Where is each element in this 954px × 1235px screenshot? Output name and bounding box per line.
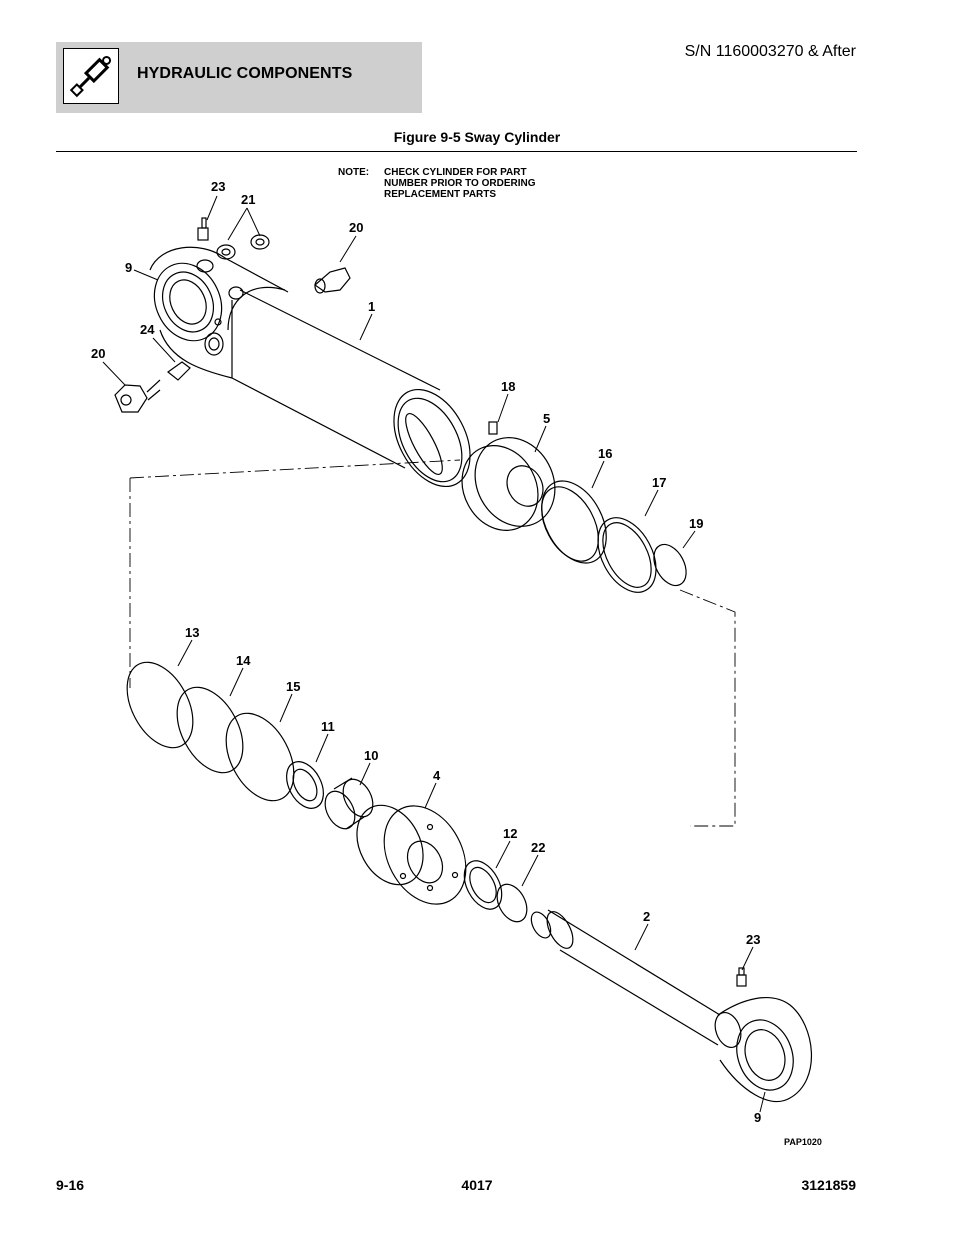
cylinder-head-4: [356, 804, 467, 905]
hydraulic-cylinder-icon: [63, 48, 119, 104]
callout-9: 9: [754, 1110, 761, 1125]
alignment-guide-lines: [129, 459, 736, 827]
callout-24: 24: [140, 322, 155, 337]
fitting-20-top: [314, 267, 351, 294]
callout-4: 4: [433, 768, 441, 783]
manual-number: 3121859: [801, 1177, 856, 1193]
section-title: HYDRAULIC COMPONENTS: [137, 65, 353, 82]
note-line: NUMBER PRIOR TO ORDERING: [384, 178, 536, 189]
page-number: 9-16: [56, 1177, 85, 1193]
o-ring-22: [496, 883, 528, 923]
grease-fitting-23-bottom: [736, 967, 747, 987]
serial-number: S/N 1160003270 & After: [684, 43, 856, 60]
plug-21: [216, 234, 270, 260]
callout-19: 19: [689, 516, 703, 531]
grease-fitting-23-top: [197, 217, 209, 241]
callout-22: 22: [531, 840, 545, 855]
callout-11: 11: [321, 719, 335, 734]
note-line: REPLACEMENT PARTS: [384, 189, 497, 200]
callout-5: 5: [543, 411, 550, 426]
seal-17: [597, 517, 657, 593]
cylinder-barrel: [227, 286, 471, 488]
title-rule: [56, 151, 857, 152]
callout-9: 9: [125, 260, 132, 275]
callout-18: 18: [501, 379, 515, 394]
orifice-24: [167, 361, 191, 381]
piston-rod-2: [530, 909, 721, 1046]
callout-13: 13: [185, 625, 199, 640]
o-ring-19: [653, 543, 687, 587]
seal-15: [225, 712, 295, 802]
o-ring-13: [126, 661, 194, 749]
callout-20: 20: [91, 346, 105, 361]
note-line: CHECK CYLINDER FOR PART: [384, 167, 527, 178]
note-label: NOTE:: [338, 167, 370, 178]
callout-21: 21: [241, 192, 255, 207]
callout-14: 14: [236, 653, 251, 668]
set-screw-18: [488, 421, 498, 435]
callout-12: 12: [503, 826, 517, 841]
barrel-head: [149, 246, 289, 379]
callout-2: 2: [643, 909, 650, 924]
callout-10: 10: [364, 748, 378, 763]
callout-17: 17: [652, 475, 666, 490]
drawing-id: PAP1020: [784, 1137, 822, 1147]
callout-leaders: [102, 195, 766, 1113]
wiper-11: [286, 761, 324, 809]
rod-seal-12: [463, 860, 503, 910]
figure-note: NOTE: CHECK CYLINDER FOR PART NUMBER PRIO…: [338, 167, 536, 200]
piston-5: [461, 437, 556, 531]
callout-16: 16: [598, 446, 612, 461]
figure-title: Figure 9-5 Sway Cylinder: [393, 129, 561, 145]
rod-eye: [714, 997, 812, 1103]
callout-15: 15: [286, 679, 300, 694]
model-number: 4017: [461, 1177, 493, 1193]
bushing-10: [324, 777, 374, 830]
fitting-20-left: [114, 379, 161, 413]
callout-23: 23: [746, 932, 760, 947]
callout-1: 1: [368, 299, 375, 314]
callout-23: 23: [211, 179, 225, 194]
callout-20: 20: [349, 220, 363, 235]
backup-ring-14: [176, 686, 244, 774]
